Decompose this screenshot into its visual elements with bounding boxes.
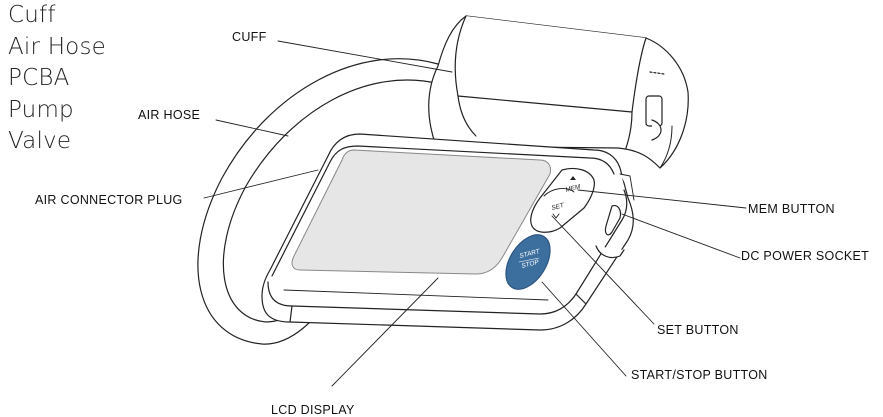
start-stop-button-leader-line [541,281,627,377]
callout-cuff: CUFF [232,30,267,44]
callout-air-hose: AIR HOSE [138,108,201,122]
dc-power-socket-leader-line [621,213,741,259]
callout-mem-button: MEM BUTTON [748,202,835,216]
parts-list-item: Air Hose [8,33,106,60]
callout-dc-power-socket: DC POWER SOCKET [741,249,870,263]
cuff-leader-line [277,40,453,73]
mem-button-label: MEM [565,183,582,194]
set-arrow-icon [552,213,560,219]
set-button-leader-line [551,215,655,325]
parts-list-item: Cuff [8,2,56,28]
cuff [428,15,689,169]
leader-lines [203,40,747,387]
set-button-label: SET [551,202,566,212]
callout-set-button: SET BUTTON [657,323,739,337]
parts-list-item: Pump [8,96,74,123]
mem-arrow-icon [570,176,576,180]
button-panel [530,167,595,233]
callout-air-connector-plug: AIR CONNECTOR PLUG [35,193,183,207]
start-stop-divider [518,257,540,263]
air-connector-plug-leader-line [203,169,319,199]
lcd-display [291,149,551,275]
parts-list-item: PCBA [8,65,70,91]
callout-lcd-display: LCD DISPLAY [271,403,355,417]
callout-start-stop-button: START/STOP BUTTON [631,368,768,382]
lcd-display-leader-line [331,277,439,387]
mem-button-leader-line [577,189,747,209]
air-hose-leader-line [215,119,289,137]
start-stop-button [505,234,551,290]
stop-label: STOP [521,259,540,270]
parts-list-item: Valve [8,128,72,154]
parts-list: Cuff Air Hose PCBA Pump Valve [8,0,106,158]
